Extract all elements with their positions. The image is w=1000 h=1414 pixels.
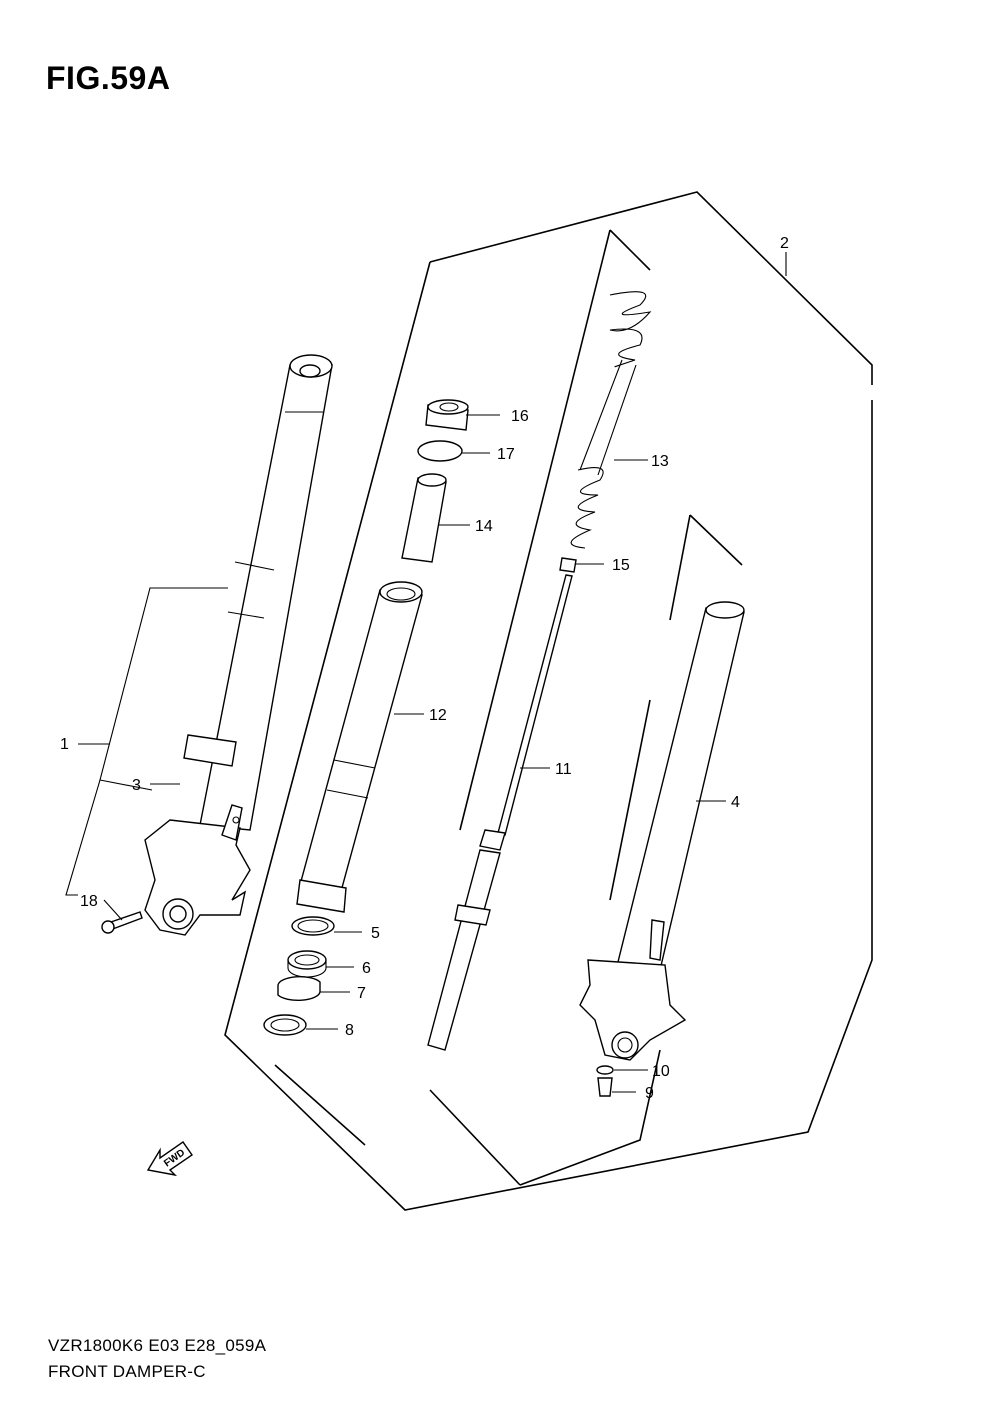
section-name: FRONT DAMPER-C bbox=[48, 1362, 206, 1381]
washer-10 bbox=[596, 1065, 614, 1075]
bolt-18 bbox=[101, 911, 143, 934]
callout-6: 6 bbox=[362, 960, 371, 977]
drain-bolt-9 bbox=[597, 1077, 613, 1097]
cap-bolt-16 bbox=[425, 399, 469, 431]
assembly-outline-2 bbox=[224, 191, 873, 1211]
o-ring-17 bbox=[417, 440, 463, 462]
callout-16: 16 bbox=[511, 408, 529, 425]
callout-5: 5 bbox=[371, 925, 380, 942]
fwd-arrow-icon: FWD bbox=[146, 1141, 193, 1177]
outer-tube-4 bbox=[579, 601, 745, 1061]
seal-6 bbox=[287, 950, 327, 978]
clip-7 bbox=[277, 976, 321, 1001]
left-fork-assembly bbox=[101, 354, 333, 936]
callout-13: 13 bbox=[651, 453, 669, 470]
seal-5 bbox=[291, 916, 335, 936]
nut-15 bbox=[559, 557, 577, 573]
callout-9: 9 bbox=[645, 1085, 654, 1102]
callout-8: 8 bbox=[345, 1022, 354, 1039]
callout-11: 11 bbox=[555, 761, 572, 778]
inner-tube-12 bbox=[296, 581, 423, 913]
spring-13 bbox=[570, 291, 652, 549]
callout-1: 1 bbox=[60, 736, 69, 753]
callout-labels: 1 2 3 4 5 6 7 8 9 10 11 12 13 14 15 16 1… bbox=[60, 235, 789, 1102]
callout-12: 12 bbox=[429, 707, 447, 724]
figure-title: FIG.59A bbox=[46, 60, 171, 96]
callout-3: 3 bbox=[132, 777, 141, 794]
callout-14: 14 bbox=[475, 518, 493, 535]
callout-7: 7 bbox=[357, 985, 366, 1002]
callout-18: 18 bbox=[80, 893, 98, 910]
callout-17: 17 bbox=[497, 446, 515, 463]
model-code: VZR1800K6 E03 E28_059A bbox=[48, 1336, 267, 1355]
leader-lines bbox=[65, 252, 787, 1093]
ring-8 bbox=[263, 1014, 307, 1036]
damper-rod-11 bbox=[427, 574, 573, 1051]
callout-15: 15 bbox=[612, 557, 630, 574]
callout-2: 2 bbox=[780, 235, 789, 252]
spacer-14 bbox=[401, 473, 447, 563]
callout-4: 4 bbox=[731, 794, 740, 811]
callout-10: 10 bbox=[652, 1063, 670, 1080]
